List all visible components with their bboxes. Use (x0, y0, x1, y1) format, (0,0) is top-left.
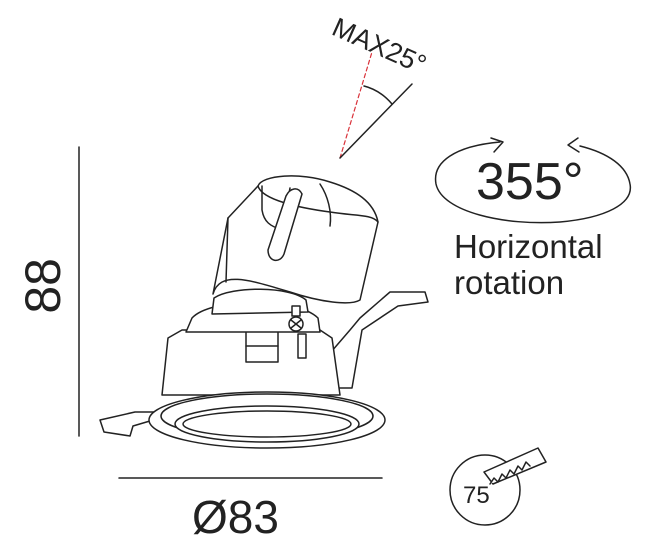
rotation-label-line1: Horizontal (454, 228, 603, 265)
lens-opening (174, 405, 360, 443)
diameter-dimension-label: Ø83 (192, 491, 279, 543)
tilt-arc (363, 85, 393, 105)
tilted-lamp-cylinder (212, 175, 379, 304)
lamp-shell (212, 175, 379, 304)
tilt-angle-indicator (339, 51, 413, 159)
tilt-axis-line (339, 51, 373, 159)
saw-icon (483, 447, 547, 485)
downlight-fixture (99, 175, 429, 449)
height-dimension-label: 88 (15, 258, 71, 314)
cutout-icon (449, 454, 521, 526)
rotation-degrees-label: 355° (476, 153, 584, 211)
left-spring-clip (99, 411, 161, 437)
rotation-arrows-icon (434, 137, 631, 224)
cutout-dimension-label: 75 (463, 482, 490, 509)
tilt-limit-line (339, 83, 413, 159)
lamp-slot (267, 188, 303, 262)
rotation-label-line2: rotation (454, 264, 565, 301)
screw (288, 305, 304, 332)
